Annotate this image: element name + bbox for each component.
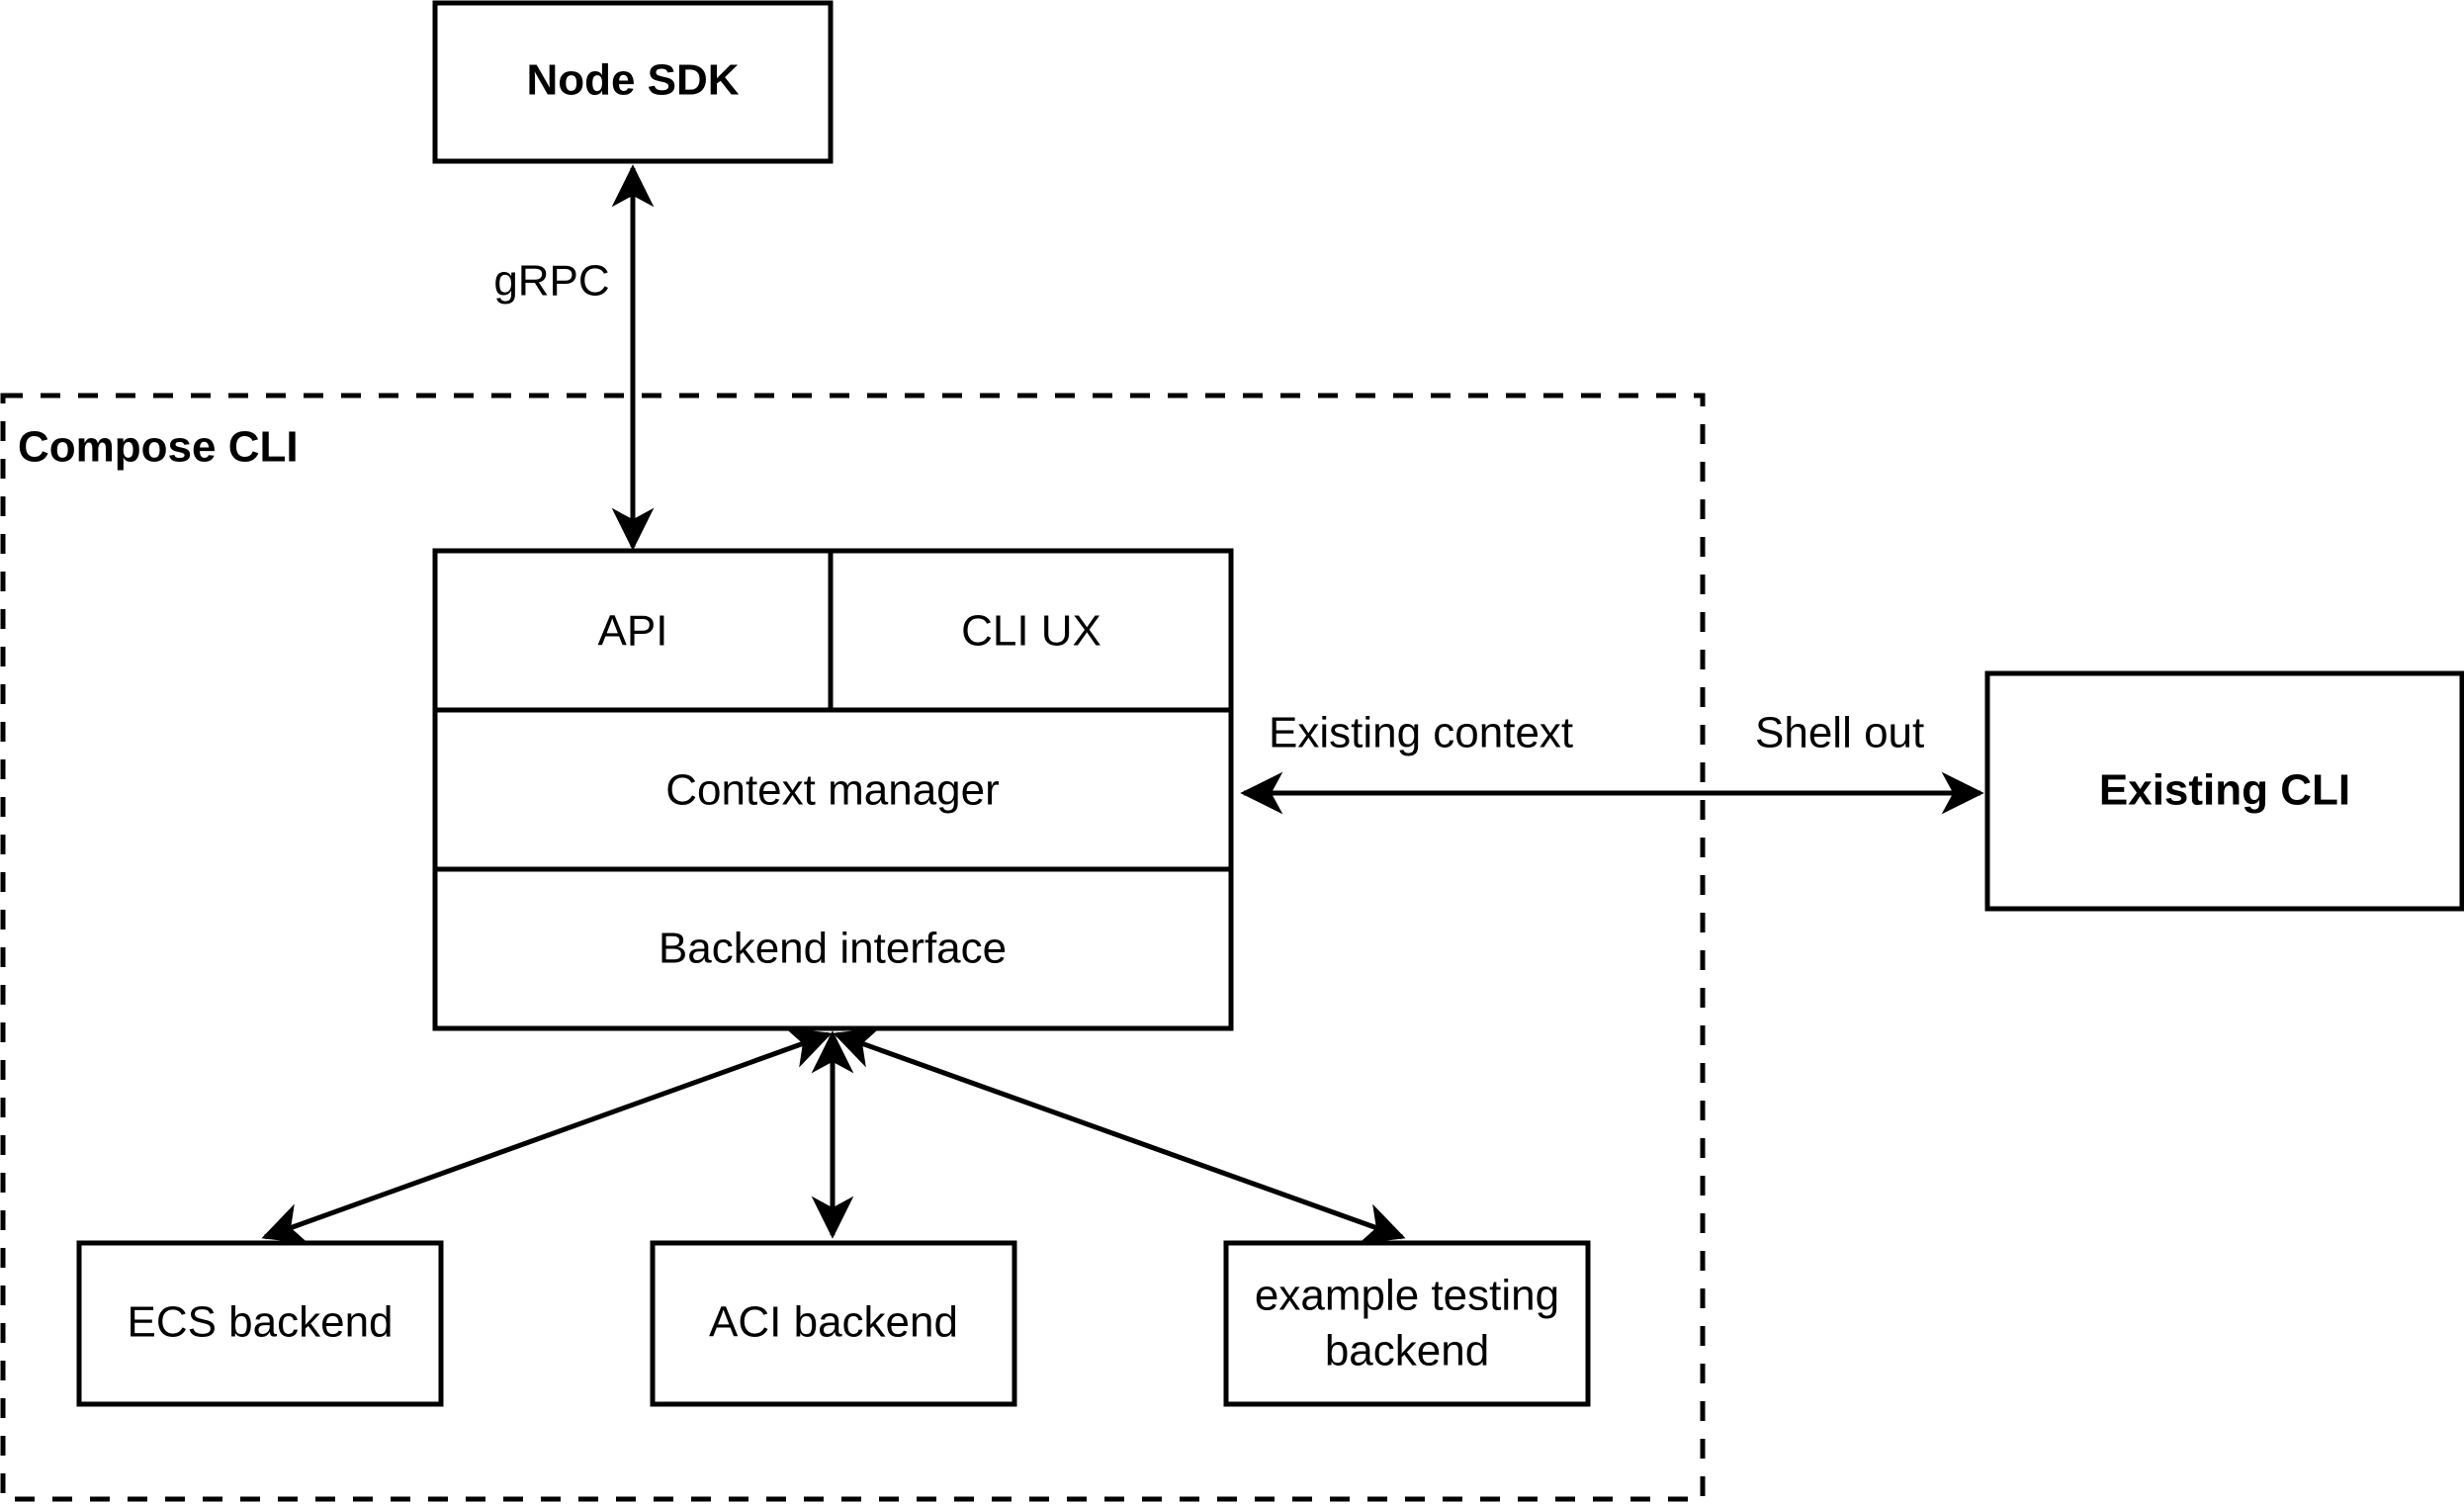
context-manager-label: Context manager [665,766,1000,815]
backend-interface-label: Backend interface [659,925,1007,973]
grpc-edge-label: gRPC [493,257,609,306]
node-sdk-box[interactable] [432,0,834,164]
example-testing-backend-label-line1: example testing [1255,1272,1559,1320]
example-testing-backend-label-line2: backend [1325,1327,1489,1375]
aci-backend-box[interactable] [650,1240,1017,1407]
ecs-backend-label: ECS backend [127,1298,393,1347]
compose-cli-group-label: Compose CLI [18,423,299,472]
compose-cli-group-border [0,393,1706,1502]
node-sdk-label: Node SDK [526,56,739,105]
existing-cli-label: Existing CLI [2099,766,2350,815]
api-label: API [598,607,668,656]
existing-context-edge-label: Existing context [1269,709,1573,757]
example-testing-backend-box[interactable] [1223,1240,1591,1407]
existing-cli-box[interactable] [1984,670,2464,912]
shell-out-edge-label: Shell out [1755,709,1924,757]
aci-backend-label: ACI backend [709,1298,958,1347]
backend-to-example-edge [833,1027,1406,1244]
ecs-backend-box[interactable] [76,1240,444,1407]
cli-ux-label: CLI UX [961,607,1101,656]
backend-to-ecs-edge [261,1027,833,1244]
